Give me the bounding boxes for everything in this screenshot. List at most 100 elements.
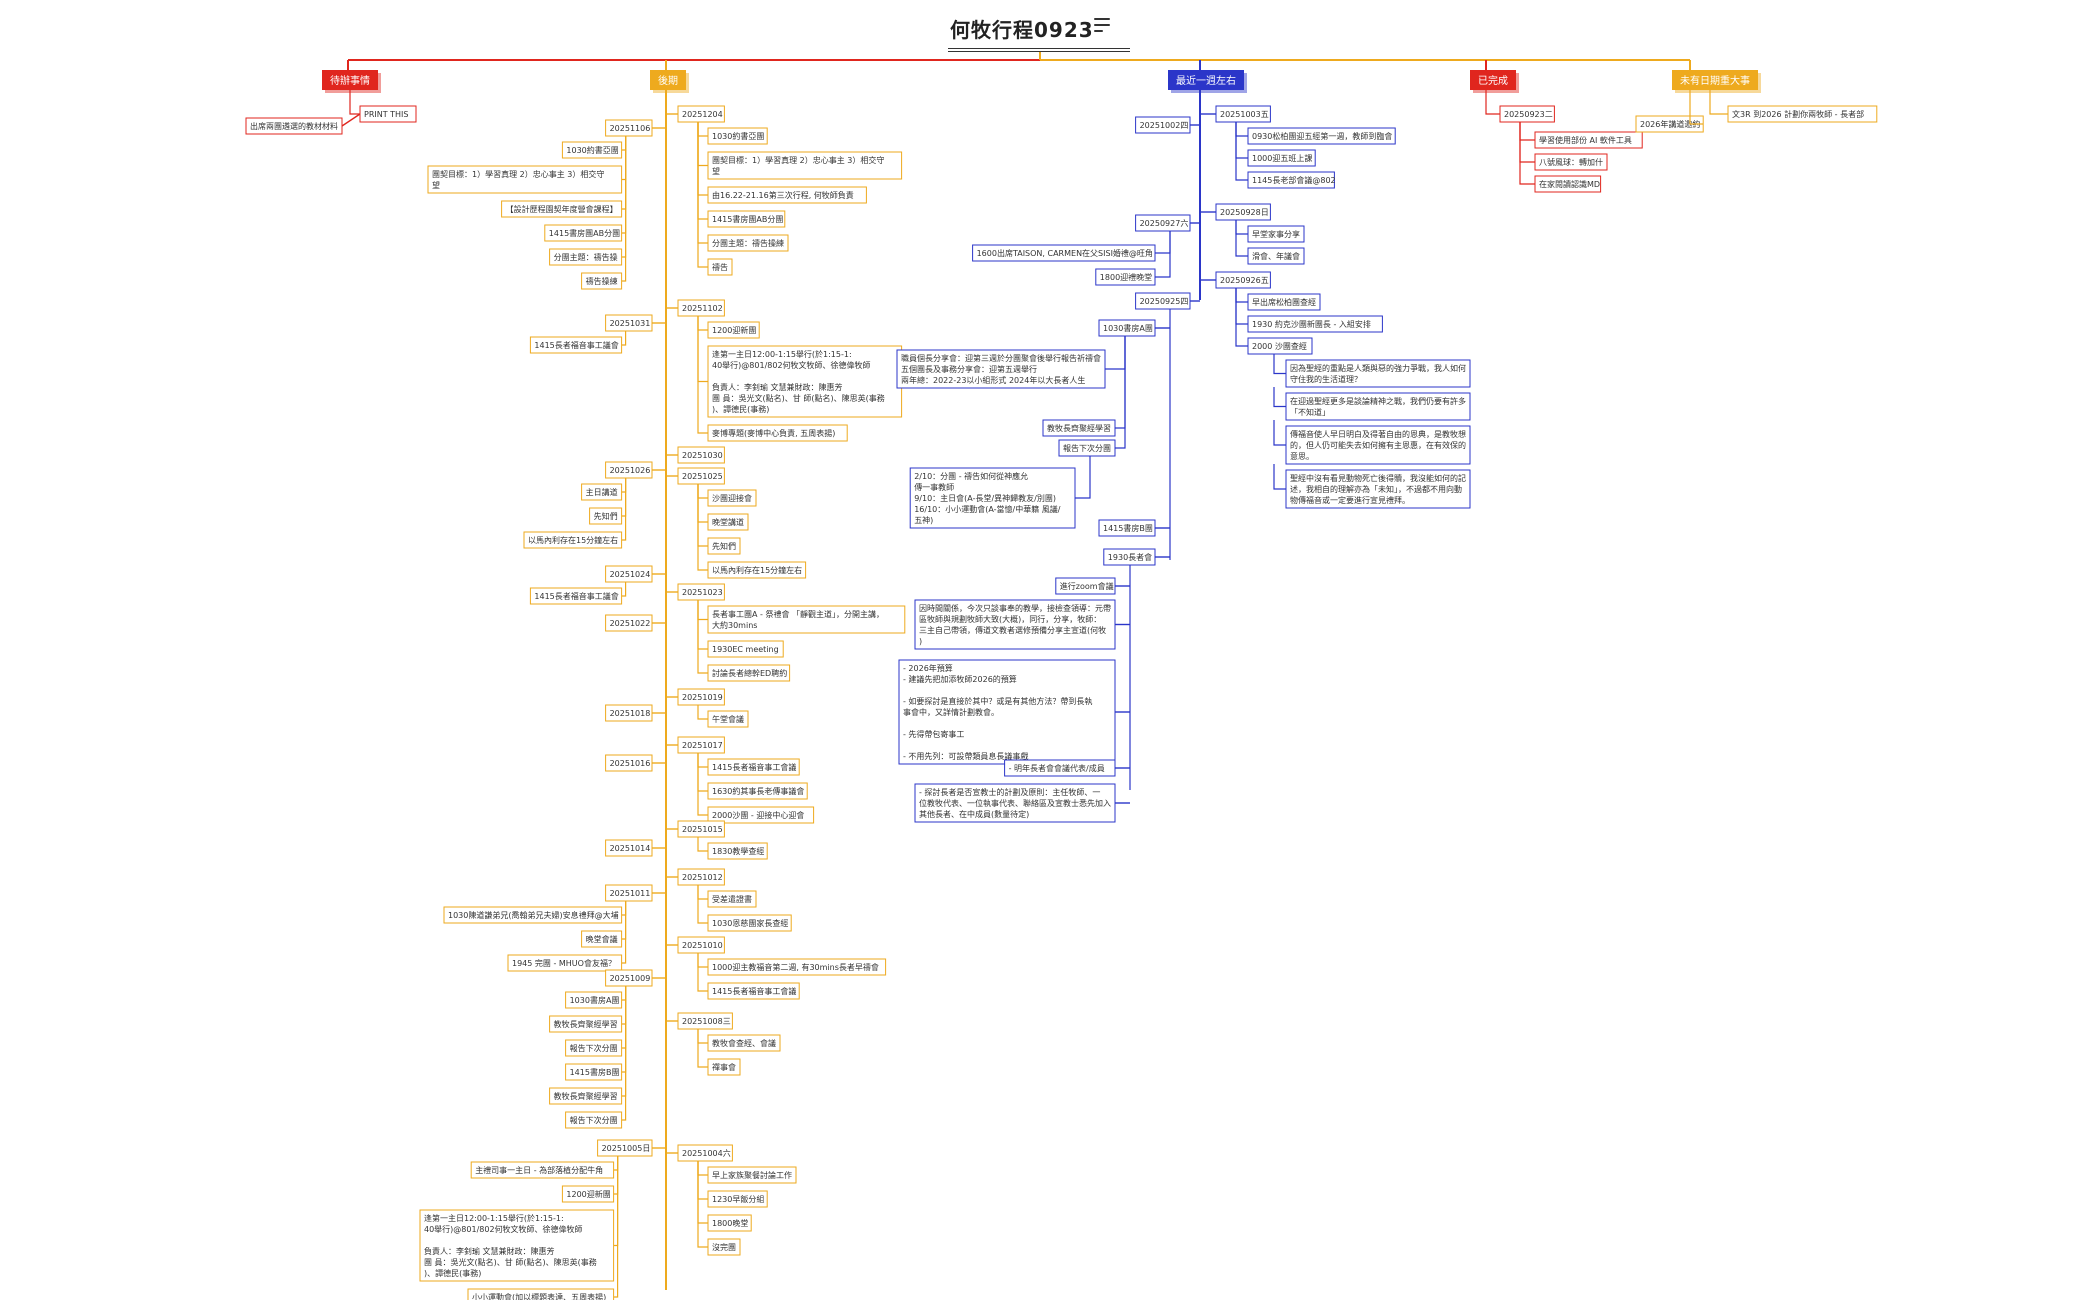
node-item[interactable]: 晚堂講道 — [707, 513, 749, 531]
node-item[interactable]: 1030書房A團 — [1098, 319, 1156, 337]
node-item[interactable]: 受差遣證書 — [707, 890, 757, 908]
node-todo-item[interactable]: 出席兩團遴選的教材材料 — [245, 117, 343, 135]
node-item[interactable]: 報告下次分團 — [1058, 439, 1116, 457]
node-item[interactable]: 1830教學查經 — [707, 842, 768, 860]
node-date[interactable]: 20251030 — [677, 446, 725, 464]
menu-icon[interactable] — [1094, 18, 1110, 36]
node-item[interactable]: 禱告操練 — [581, 272, 623, 290]
node-item[interactable]: 報告下次分團 — [565, 1039, 623, 1057]
node-date[interactable]: 20250927六 — [1135, 214, 1191, 232]
node-item[interactable]: 教牧長齊聚經學習 — [549, 1087, 623, 1105]
node-item[interactable]: 以馬內利存在15分鐘左右 — [707, 561, 807, 579]
node-date[interactable]: 20251009 — [605, 969, 653, 987]
node-date[interactable]: 20250928日 — [1215, 203, 1271, 221]
node-item[interactable]: 【設計歷程園契年度營會課程】 — [501, 200, 623, 218]
node-item[interactable]: 1145長老部會議@802 — [1247, 171, 1336, 189]
branch-later[interactable]: 後期 — [650, 70, 689, 93]
node-date[interactable]: 20251024 — [605, 565, 653, 583]
branch-recent[interactable]: 最近一週左右 — [1168, 70, 1247, 93]
node-date[interactable]: 20251022 — [605, 614, 653, 632]
node-item[interactable]: 在家閱讀認識MD — [1534, 175, 1602, 193]
node-date[interactable]: 20251005日 — [597, 1139, 653, 1157]
node-item[interactable]: 1200迎新團 — [561, 1185, 615, 1203]
node-date[interactable]: 20250923二 — [1499, 105, 1555, 123]
node-item[interactable]: 長者事工團A - 祭禮會 「靜觀主道」，分開主講， 大約30mins — [707, 605, 906, 634]
node-item[interactable]: 麥博專題(麥博中心負責, 五周表揚) — [707, 424, 848, 442]
node-item[interactable]: 傳福音使人早日明白及得著自由的恩典，是教牧想的，但人仍可能失去如何擁有主恩惠，在… — [1285, 425, 1471, 465]
node-item[interactable]: 教牧長齊聚經學習 — [1042, 419, 1116, 437]
node-item[interactable]: 以馬內利存在15分鐘左右 — [523, 531, 623, 549]
node-item[interactable]: 討論長者總幹ED聘約 — [707, 664, 791, 682]
node-item[interactable]: 職員個長分享會：迎第三週於分團聚會後舉行報告祈禱會五個團長及事務分享會：迎第五週… — [896, 349, 1106, 389]
node-item[interactable]: 1000迎五班上課 — [1247, 149, 1316, 167]
node-item[interactable]: 教牧會查經、會議 — [707, 1034, 781, 1052]
node-item[interactable]: 主日講道 — [581, 483, 623, 501]
node-item[interactable]: 1930 約克沙團新團長 - 入組安排 — [1247, 315, 1383, 333]
node-date[interactable]: 20250925四 — [1135, 292, 1191, 310]
node-item[interactable]: - 明年長者會會議代表/成員 — [1004, 759, 1116, 777]
node-item[interactable]: 1415書房團AB分團 — [707, 210, 786, 228]
branch-done[interactable]: 已完成 — [1470, 70, 1519, 93]
node-item[interactable]: 分團主題：禱告操練 — [707, 234, 789, 252]
node-item[interactable]: 小小運動會(加以標題表達、五周表揚) — [467, 1288, 615, 1300]
node-item[interactable]: 八號風球：轉加什 — [1534, 153, 1608, 171]
node-date[interactable]: 20251026 — [605, 461, 653, 479]
node-item[interactable]: 1415長者福音事工會議 — [707, 758, 800, 776]
node-item[interactable]: 由16.22-21.16第三次行程, 何牧師負責 — [707, 186, 867, 204]
branch-todo[interactable]: 待辦事情 — [322, 70, 381, 93]
node-item[interactable]: 1415長者福音事工議會 — [529, 587, 623, 605]
node-item[interactable]: 1930EC meeting — [707, 640, 784, 658]
node-date[interactable]: 20251023 — [677, 583, 725, 601]
node-item[interactable]: 1800晚堂 — [707, 1214, 752, 1232]
node-date[interactable]: 20251003五 — [1215, 105, 1271, 123]
node-item[interactable]: - 探討長者是否宣教士的計劃及原則：主任牧師、一位教牧代表、一位執事代表、聯絡區… — [914, 783, 1116, 823]
node-item[interactable]: 2/10：分團 - 禱告如何從神應允 傳一事教師9/10：主日會(A-長堂/異神… — [909, 467, 1076, 529]
node-item[interactable]: 滑會、年議會 — [1247, 247, 1305, 265]
node-item[interactable]: 逢第一主日12:00-1:15舉行(於1:15-1:40舉行)@801/802何… — [707, 345, 903, 418]
node-item[interactable]: 1230早飯分組 — [707, 1190, 768, 1208]
node-date[interactable]: 20251016 — [605, 754, 653, 772]
node-item[interactable]: 1030陳道謙弟兄(喬翰弟兄夫婦)安息禮拜@大埔 — [443, 906, 623, 924]
node-item[interactable]: 1415書房團AB分團 — [544, 224, 623, 242]
node-item[interactable]: 進行zoom會議 — [1055, 577, 1116, 595]
node-item[interactable]: - 2026年預算 - 建議先把加添牧師2026的預算 - 如要探討是直接於其中… — [898, 659, 1116, 765]
node-date[interactable]: 20251018 — [605, 704, 653, 722]
node-print-this[interactable]: PRINT THIS — [359, 105, 417, 123]
node-item[interactable]: 2000 沙團查經 — [1247, 337, 1313, 355]
node-date[interactable]: 20251008三 — [677, 1012, 733, 1030]
node-item[interactable]: 1415長者福音事工會議 — [707, 982, 800, 1000]
node-item[interactable]: 早出席松柏團查經 — [1247, 293, 1321, 311]
node-item[interactable]: 1030約書亞團 — [707, 127, 768, 145]
node-item[interactable]: 早上家族聚餐討論工作 — [707, 1166, 797, 1184]
node-item[interactable]: 先知們 — [707, 537, 741, 555]
node-item[interactable]: 晚堂會議 — [581, 930, 623, 948]
node-item[interactable]: 1030恩慈團家長查經 — [707, 914, 792, 932]
node-item[interactable]: 1630約其事長老傳事議會 — [707, 782, 808, 800]
branch-future[interactable]: 未有日期重大事 — [1672, 70, 1761, 93]
node-date[interactable]: 20251002四 — [1135, 116, 1191, 134]
node-date[interactable]: 20251017 — [677, 736, 725, 754]
node-item[interactable]: 因時間關係，今次只談事奉的教學，接檢查領導：元帶區牧師與規劃牧師大致(大概)，同… — [914, 599, 1116, 650]
node-item[interactable]: 分團主題：禱告操 — [549, 248, 623, 266]
node-date[interactable]: 20251204 — [677, 105, 725, 123]
node-item[interactable]: 學習使用部份 AI 軟件工具 — [1534, 131, 1643, 149]
node-item[interactable]: 文3R 到2026 計劃你兩牧師 - 長者部 — [1727, 105, 1878, 123]
node-item[interactable]: 禪事會 — [707, 1058, 741, 1076]
node-item[interactable]: 沙團迎接會 — [707, 489, 757, 507]
node-item[interactable]: 1030書房A團 — [565, 991, 623, 1009]
node-date[interactable]: 20251010 — [677, 936, 725, 954]
node-date[interactable]: 20251015 — [677, 820, 725, 838]
node-date[interactable]: 20251019 — [677, 688, 725, 706]
node-item[interactable]: 1200迎新團 — [707, 321, 760, 339]
node-date[interactable]: 20251025 — [677, 467, 725, 485]
node-item[interactable]: 早堂家事分享 — [1247, 225, 1305, 243]
node-item[interactable]: 主禮司事一主日 - 為部落植分配牛角 — [470, 1161, 615, 1179]
node-item[interactable]: 聖經中沒有看見動物死亡後得贖，我沒能如何的記述，我相自的理解亦為「未知」，不過都… — [1285, 469, 1471, 509]
node-item[interactable]: 禱告 — [707, 258, 733, 276]
node-item[interactable]: 沒完團 — [707, 1238, 741, 1256]
node-date[interactable]: 20251004六 — [677, 1144, 733, 1162]
node-item[interactable]: 1415書房B團 — [565, 1063, 623, 1081]
